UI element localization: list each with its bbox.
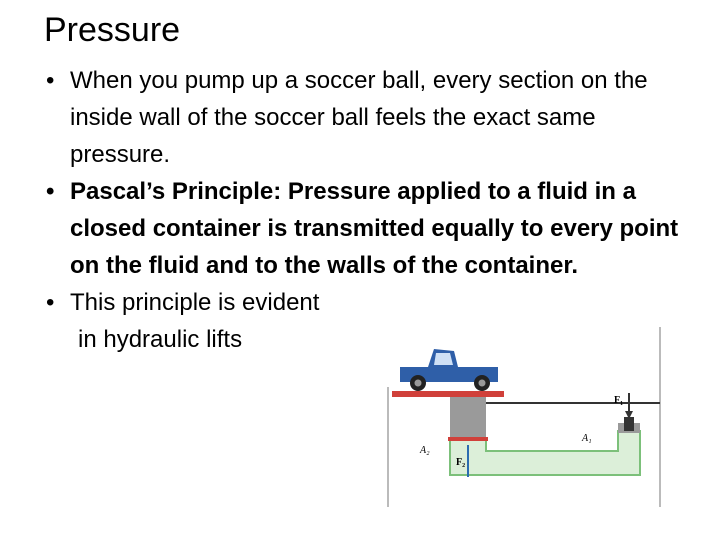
label-f2: F₂ bbox=[456, 457, 465, 468]
bullet-marker: • bbox=[46, 289, 55, 316]
page-title: Pressure bbox=[44, 11, 181, 49]
bullet-text-1: When you pump up a soccer ball, every se… bbox=[70, 67, 648, 168]
hydraulic-lift-figure: F₁ A₁ A₂ F₂ bbox=[387, 327, 661, 507]
bullet-text-2: Pascal’s Principle: Pressure applied to … bbox=[70, 178, 679, 279]
bullet-item-1: • When you pump up a soccer ball, every … bbox=[44, 62, 694, 173]
label-a1: A₁ bbox=[581, 433, 592, 444]
bullet-list: • When you pump up a soccer ball, every … bbox=[44, 62, 694, 358]
label-f1: F₁ bbox=[614, 395, 623, 406]
large-piston-seal bbox=[448, 437, 488, 441]
bullet-marker: • bbox=[46, 178, 55, 205]
pickup-truck bbox=[400, 349, 498, 391]
large-piston bbox=[450, 397, 486, 440]
force-arrow-f1-head bbox=[625, 411, 633, 419]
label-a2: A₂ bbox=[419, 445, 430, 456]
bullet-item-2: • Pascal’s Principle: Pressure applied t… bbox=[44, 173, 694, 284]
small-piston bbox=[624, 417, 634, 431]
bullet-item-3: • This principle is evident in hydraulic… bbox=[44, 284, 694, 358]
bullet-text-3-line1: This principle is evident bbox=[70, 289, 320, 316]
lift-platform bbox=[392, 391, 504, 397]
bullet-text-3-line2: in hydraulic lifts bbox=[78, 326, 243, 353]
bullet-marker: • bbox=[46, 67, 55, 94]
